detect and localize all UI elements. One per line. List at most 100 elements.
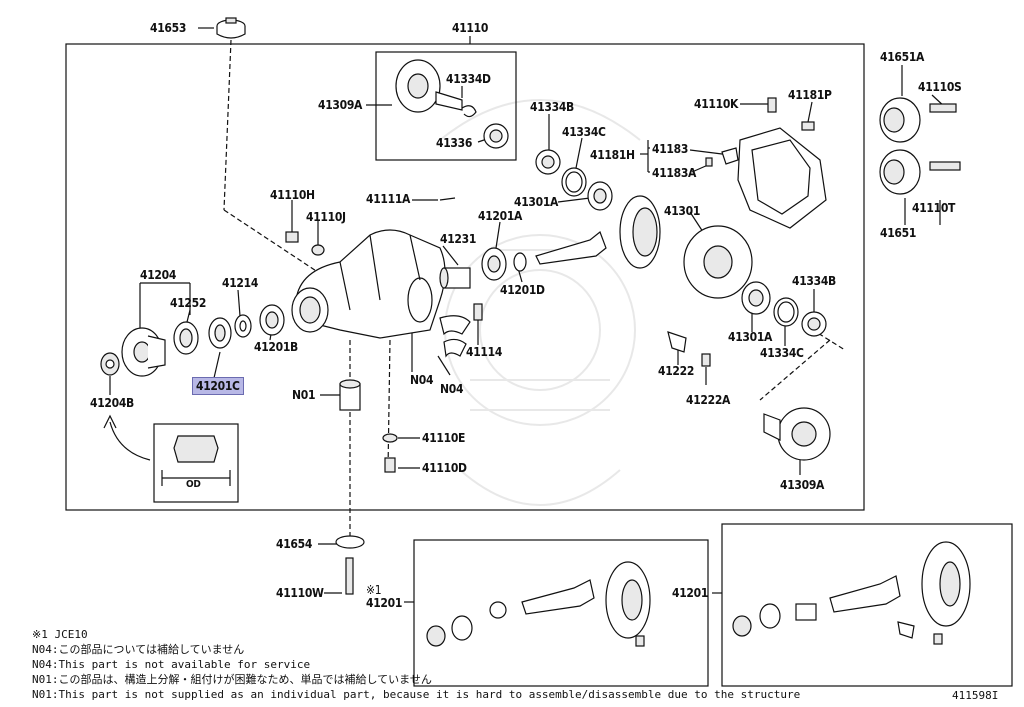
part-41110H-plug [285, 231, 299, 243]
part-41252-ring [173, 321, 199, 355]
label-41252: 41252 [170, 296, 207, 310]
part-41181H-cover [737, 127, 827, 229]
label-41110J: 41110J [306, 210, 346, 224]
label-41110T: 41110T [912, 201, 956, 215]
label-41214: 41214 [222, 276, 259, 290]
label-N04-b: N04 [440, 382, 464, 396]
curved-arrow [103, 414, 151, 461]
part-41301-ring-gear [619, 195, 661, 269]
label-41334D: 41334D [446, 72, 491, 86]
inset-box-od [153, 423, 239, 503]
part-41334B-seal-bottom [801, 311, 827, 337]
part-N01-sleeve [339, 379, 361, 411]
part-41204B-nut [100, 352, 120, 376]
part-41309A-flange-bottom [763, 407, 831, 461]
part-41334C-shim-top [561, 167, 587, 197]
label-41651A: 41651A [880, 50, 925, 64]
part-41110W-bolt [345, 557, 354, 595]
part-41336-seal [483, 123, 509, 149]
label-41309A-top: 41309A [318, 98, 363, 112]
figure-reference: 411598I [952, 689, 999, 702]
label-41231: 41231 [440, 232, 477, 246]
label-41201-left: 41201 [366, 596, 403, 610]
label-41110W: 41110W [276, 586, 324, 600]
part-41110J-gasket [311, 244, 325, 256]
part-41654-seal [335, 535, 365, 549]
label-41201A: 41201A [478, 209, 523, 223]
main-frame [65, 43, 865, 511]
label-41114: 41114 [466, 345, 503, 359]
label-41201D: 41201D [500, 283, 545, 297]
label-N04-a: N04 [410, 373, 434, 387]
part-41651A-mount [879, 97, 921, 143]
od-inset-nut [161, 435, 231, 486]
part-41110T-bolt [929, 161, 961, 171]
label-41301: 41301 [664, 204, 701, 218]
part-41301A-bearing-top [587, 181, 613, 211]
part-41201D-washer [513, 252, 527, 272]
part-41334D-snap-ring [461, 105, 477, 118]
label-41110S: 41110S [918, 80, 962, 94]
part-41201B-bearing [259, 304, 285, 336]
part-N04-cap-a [439, 315, 471, 336]
variant-left-parts [426, 561, 651, 647]
part-41231-spacer [439, 267, 471, 289]
label-41181P: 41181P [788, 88, 832, 102]
part-41222A-bolt [701, 353, 711, 367]
label-41334B-top: 41334B [530, 100, 574, 114]
part-41309A-flange-top [395, 59, 463, 113]
label-41334C-top: 41334C [562, 125, 606, 139]
part-drive-pinion [535, 231, 607, 265]
label-N01: N01 [292, 388, 316, 402]
label-41654: 41654 [276, 537, 313, 551]
watermark-emblem [439, 99, 641, 506]
part-41334B-seal-top [535, 149, 561, 175]
part-41110E-gasket [382, 433, 398, 443]
label-41183: 41183 [652, 142, 689, 156]
label-41201-right: 41201 [672, 586, 709, 600]
part-41183A-pin [705, 157, 713, 167]
label-41110: 41110 [452, 21, 489, 35]
note-n04-en: N04:This part is not available for servi… [32, 658, 311, 671]
part-41214-washer [234, 314, 252, 338]
label-41183A: 41183A [652, 166, 697, 180]
label-41334C-bottom: 41334C [760, 346, 804, 360]
variant-right-parts [732, 541, 971, 645]
label-41204: 41204 [140, 268, 177, 282]
label-41201C-highlighted[interactable]: 41201C [192, 377, 244, 395]
part-41222-bracket [667, 331, 687, 353]
part-41204-flange [121, 327, 166, 377]
part-N04-cap-b [443, 338, 467, 358]
note-n01-jp: N01:この部品は、構造上分解・組付けが困難なため、単品では補給していません [32, 673, 432, 686]
label-41222A: 41222A [686, 393, 731, 407]
label-41309A-bottom: 41309A [780, 478, 825, 492]
label-41653: 41653 [150, 21, 187, 35]
part-differential-case [683, 225, 753, 299]
label-41336: 41336 [436, 136, 473, 150]
part-41301A-bearing-bottom [741, 281, 771, 315]
part-41110D-plug [384, 457, 396, 473]
label-41110D: 41110D [422, 461, 467, 475]
part-41110-carrier-housing [291, 229, 446, 339]
part-41653-cap [216, 17, 246, 39]
part-41110S-bolt [929, 103, 957, 113]
part-41110K-breather [767, 97, 777, 113]
part-41111A-pin [439, 197, 456, 201]
part-41651-mount [879, 149, 921, 195]
label-41301A-top: 41301A [514, 195, 559, 209]
label-41110E: 41110E [422, 431, 466, 445]
part-41201C-bearing [208, 317, 232, 349]
note-n01-en: N01:This part is not supplied as an indi… [32, 688, 801, 701]
label-41181H: 41181H [590, 148, 635, 162]
variant-box-left [413, 539, 709, 687]
part-41334C-shim-bottom [773, 297, 799, 327]
part-41114-bolt [473, 303, 483, 321]
part-41183-clip [721, 147, 739, 165]
inset-box-flange [375, 51, 517, 161]
label-41111A: 41111A [366, 192, 411, 206]
label-41204B: 41204B [90, 396, 134, 410]
label-41334B-bottom: 41334B [792, 274, 836, 288]
label-41110K: 41110K [694, 97, 739, 111]
label-41110H: 41110H [270, 188, 315, 202]
